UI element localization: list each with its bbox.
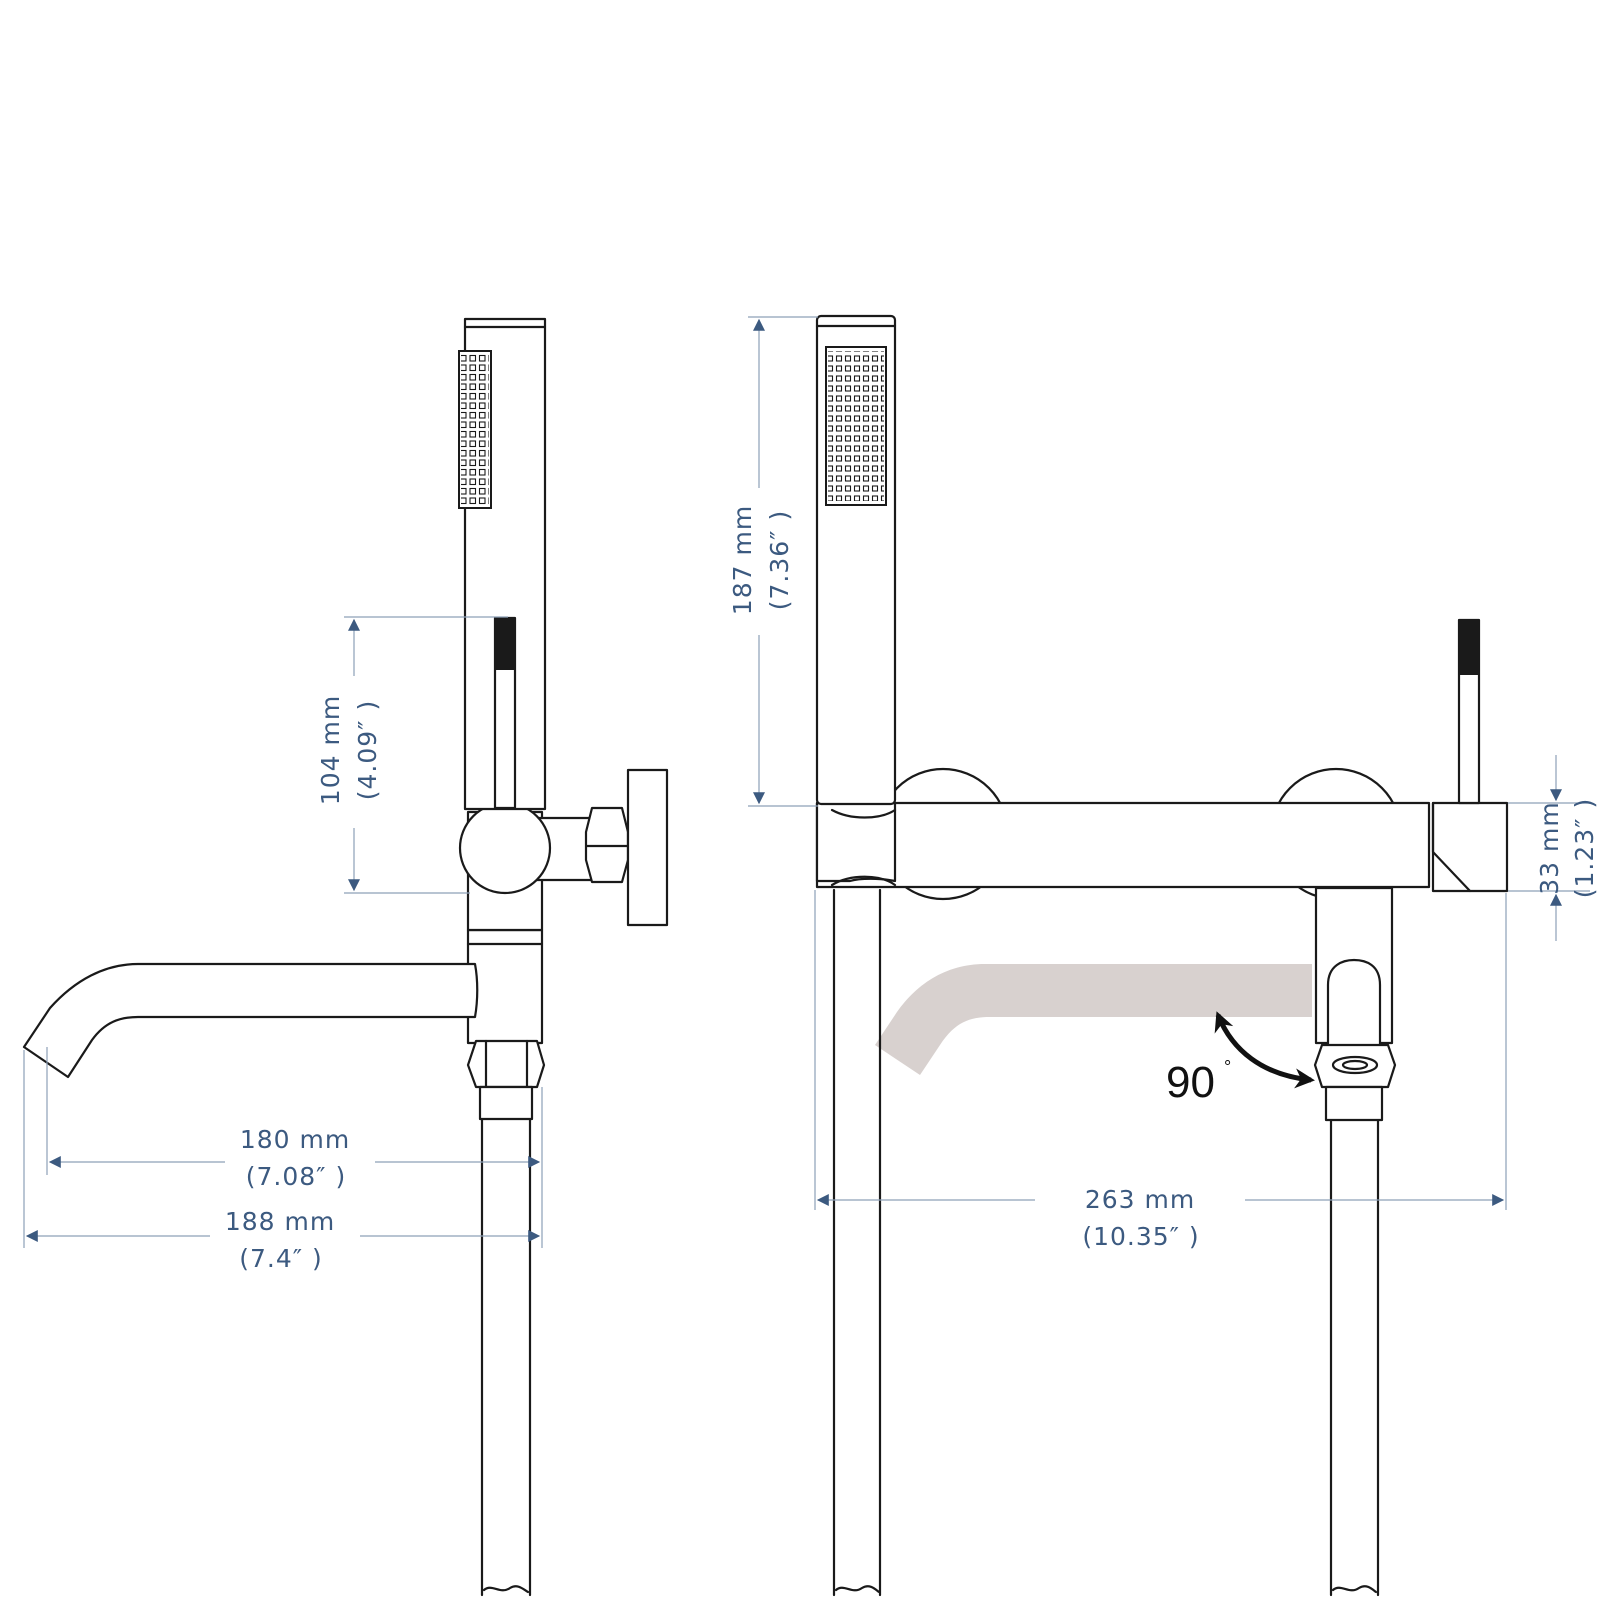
dim-body-depth-mm: 33 mm: [1535, 801, 1564, 894]
side-hose-nut: [466, 1039, 546, 1089]
dim-spout-inner-inch: (7.08″ ): [246, 1162, 346, 1191]
dim-body-depth-inch: (1.23″ ): [1570, 798, 1599, 898]
front-spout-nut: [1313, 1043, 1397, 1089]
side-lever-tip: [495, 618, 515, 670]
front-lever-tip: [1459, 620, 1479, 675]
dim-spout-inner-mm: 180 mm: [240, 1125, 350, 1154]
rotation-arrow: [1214, 1011, 1315, 1089]
rotation-angle: 90: [1166, 1058, 1215, 1107]
dim-handshower-height-inch: (7.36″ ): [765, 510, 794, 610]
front-handle-block: [1431, 801, 1509, 893]
dim-body-width-mm: 263 mm: [1085, 1185, 1195, 1214]
side-diverter-knob: [458, 801, 552, 895]
side-hose-fitting: [478, 1085, 534, 1121]
front-ghost-spout: [875, 964, 1312, 1075]
side-view: 104 mm (4.09″ ) 180 mm (7.08″ ) 188 mm (…: [22, 317, 669, 1597]
dim-handshower-height-mm: 187 mm: [728, 505, 757, 615]
side-body-pipe: [466, 928, 544, 1045]
side-spout: [22, 962, 479, 1079]
dim-spout-outer-inch: (7.4″ ): [239, 1244, 323, 1273]
dim-body-height-inch: (4.09″ ): [353, 700, 382, 800]
front-hose-right: [1329, 1118, 1380, 1597]
front-spout-end: [1326, 958, 1382, 1057]
side-wall-flange: [626, 768, 669, 927]
front-view: 90 ° 187 mm (7.36″ ) 263 mm (10.35″ ) 33…: [728, 314, 1599, 1597]
front-mixer-body: [815, 801, 1431, 889]
dim-spout-outer-mm: 188 mm: [225, 1207, 335, 1236]
dim-body-width-inch: (10.35″ ): [1082, 1222, 1199, 1251]
rotation-degree-symbol: °: [1224, 1057, 1231, 1077]
front-hose-left: [832, 888, 882, 1597]
dim-body-height-mm: 104 mm: [316, 695, 345, 805]
side-hose: [480, 1115, 532, 1597]
